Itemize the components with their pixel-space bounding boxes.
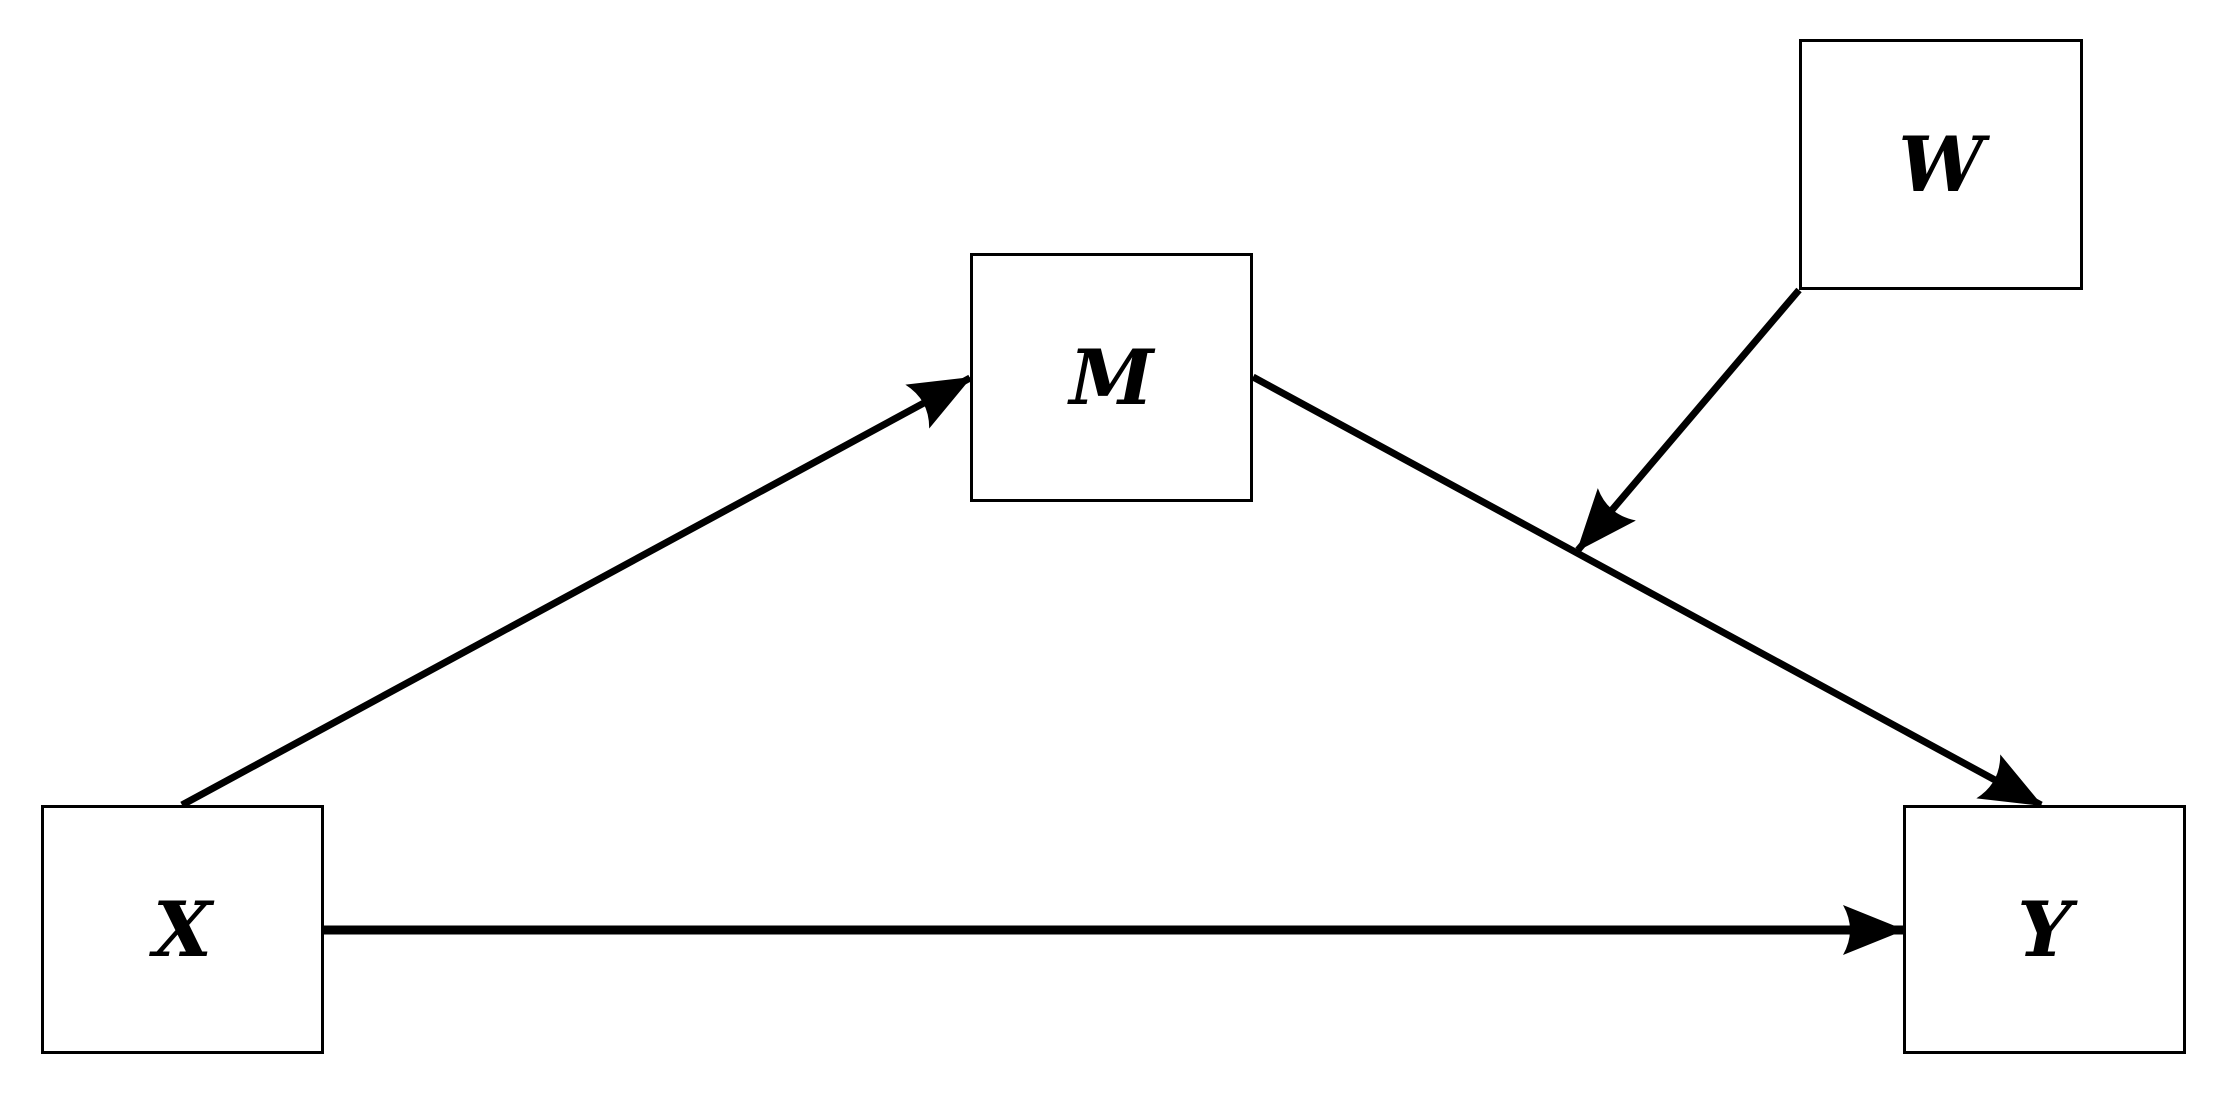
node-w-label: W <box>1898 119 1984 209</box>
node-y-box: Y <box>1903 805 2186 1054</box>
node-x-box: X <box>41 805 324 1054</box>
arrow-w-to-path <box>1575 287 1802 553</box>
node-m-label: M <box>1069 332 1154 422</box>
arrow-x-to-m <box>180 374 972 809</box>
arrow-m-to-y <box>1251 373 2043 809</box>
node-w-box: W <box>1799 39 2083 290</box>
node-y-label: Y <box>2017 884 2072 974</box>
node-m-box: M <box>970 253 1253 502</box>
node-x-label: X <box>153 884 212 974</box>
